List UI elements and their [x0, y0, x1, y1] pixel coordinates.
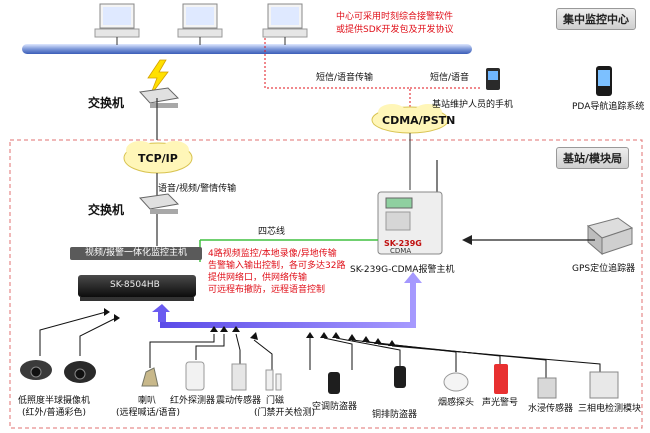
gps-label: GPS定位追踪器: [572, 264, 636, 274]
voice-video-alarm-label: 语音/视频/警情传输: [158, 184, 237, 194]
vibration-sensor-device: [231, 363, 247, 391]
alarm-host-label: SK-239G-CDMA报警主机: [350, 265, 455, 275]
vibration-label: 震动传感器: [216, 396, 262, 406]
door-magnet-device: [265, 369, 282, 391]
door-magnet-sub-label: (门禁开关检测): [254, 408, 316, 418]
alarm-host-device: [377, 160, 443, 255]
three-phase-module-device: [589, 371, 619, 399]
water-sensor-device: [537, 377, 557, 399]
horn-sub-label: (远程喊话/语音): [116, 408, 181, 418]
monitor-computer-3: [262, 3, 308, 38]
center-note-line2: 或提供SDK开发包及开发协议: [336, 25, 454, 35]
switch-bottom-label: 交换机: [88, 203, 125, 217]
tcpip-label: TCP/IP: [138, 152, 178, 165]
monitor-computer-1: [94, 3, 140, 38]
bottom-switch-device: [138, 193, 180, 214]
top-switch-device: [138, 87, 180, 108]
cdma-pstn-label: CDMA/PSTN: [382, 114, 456, 127]
alarm-panel-brand: SK-239G: [384, 239, 422, 248]
feature-1: 4路视频监控/本地录像/异地传输: [208, 249, 337, 259]
sms-voice-transfer-label: 短信/语音传输: [316, 73, 374, 83]
smoke-label: 烟感探头: [438, 398, 475, 408]
copper-anti-theft-device: [394, 366, 406, 388]
siren-device: [494, 364, 508, 394]
siren-label: 声光警号: [482, 398, 519, 408]
signal-arrow-bus: [160, 272, 422, 328]
three-phase-label: 三相电检测模块: [578, 404, 642, 414]
monitor-computer-2: [177, 3, 223, 38]
alarm-panel-sub: CDMA: [390, 247, 412, 255]
ir-detector-label: 红外探测器: [170, 396, 216, 406]
sms-path: [264, 38, 411, 108]
sms-voice-label: 短信/语音: [430, 73, 470, 83]
feature-2: 告警输入输出控制，各可多达32路: [208, 261, 346, 271]
horn-label: 喇叭: [138, 396, 157, 406]
lightning-icon: [147, 59, 169, 97]
feature-4: 可远程布撤防，远程语音控制: [208, 285, 326, 295]
dome-camera-1: [20, 360, 52, 380]
ac-anti-theft-label: 空调防盗器: [312, 402, 358, 412]
network-bus: [22, 44, 472, 54]
feature-3: 提供网络口，供网络传输: [208, 273, 308, 283]
camera-label-2: (红外/普通彩色): [22, 408, 87, 418]
pda-device: [596, 66, 612, 96]
dvr-caption: 视频/报警一体化监控主机: [70, 247, 202, 260]
phone-label: 基站维护人员的手机: [432, 100, 514, 110]
ac-anti-theft-device: [328, 372, 340, 394]
pda-label: PDA导航追踪系统: [572, 102, 645, 112]
smoke-detector-device: [443, 372, 469, 392]
ir-detector-device: [185, 361, 205, 391]
water-label: 水浸传感器: [528, 404, 574, 414]
copper-anti-theft-label: 铜排防盗器: [372, 410, 418, 420]
base-title: 基站/模块局: [556, 147, 630, 169]
base-station-boundary: [9, 139, 643, 429]
four-core-wire-label: 四芯线: [258, 227, 286, 237]
horn-device: [141, 367, 159, 387]
cdma-cloud-shape: [371, 104, 449, 134]
center-title: 集中监控中心: [556, 8, 636, 30]
gps-device: [586, 217, 634, 256]
door-magnet-label: 门磁: [266, 396, 285, 406]
center-note-line1: 中心可采用时刻综合接警软件: [336, 12, 454, 22]
phone-device: [486, 68, 500, 90]
dvr-model: SK-8504HB: [110, 280, 160, 290]
switch-top-label: 交换机: [88, 96, 125, 110]
camera-label-1: 低照度半球摄像机: [18, 396, 91, 406]
dome-camera-2: [64, 361, 96, 383]
dvr-device: [78, 275, 196, 301]
tcpip-cloud-shape: [123, 141, 193, 174]
